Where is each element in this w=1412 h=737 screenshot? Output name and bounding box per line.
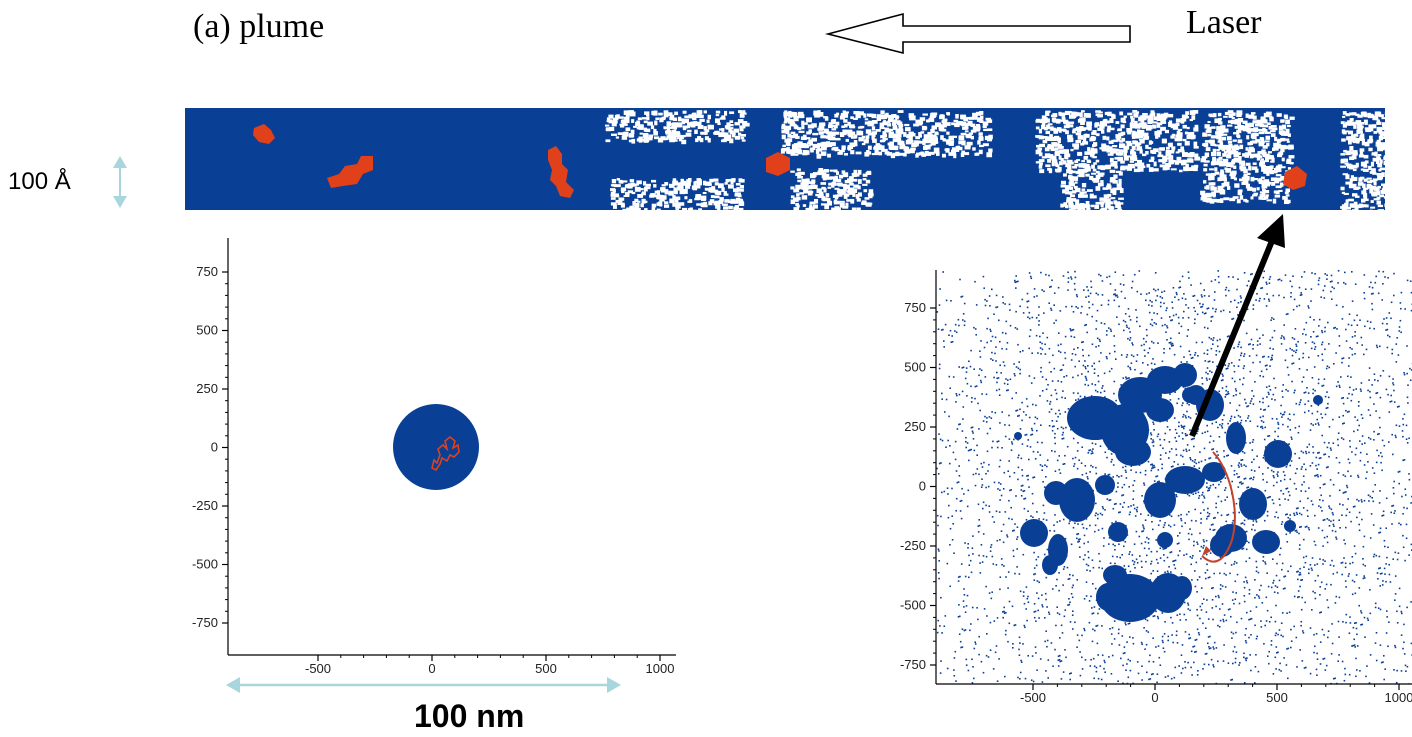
fragment-cluster: [1157, 532, 1173, 548]
fragment-cluster: [1044, 481, 1068, 505]
horizontal-scale-arrow: [226, 677, 621, 693]
fragment-cluster: [1186, 385, 1206, 405]
plume-cluster: [766, 152, 790, 176]
fragment-cluster: [1095, 475, 1115, 495]
plume-cluster: [327, 156, 373, 188]
fragment-cluster: [1108, 522, 1128, 542]
right-x-tick-label: 0: [1151, 690, 1158, 705]
fragment-cluster: [1146, 398, 1174, 422]
left-y-tick-label: 500: [196, 323, 218, 338]
laser-label: Laser: [1186, 4, 1262, 41]
plume-cluster: [253, 124, 275, 144]
fragment-cluster: [1042, 555, 1058, 575]
fragment-cluster: [1165, 466, 1205, 494]
fragment-cluster: [1115, 438, 1151, 466]
left-x-tick-label: 1000: [646, 661, 675, 676]
left-y-tick-label: -250: [192, 498, 218, 513]
right-y-tick-label: 750: [904, 300, 926, 315]
left-x-tick-label: 500: [535, 661, 557, 676]
left-panel: 750 500 250 0 -250 -500 -750 -500 0 500 1000: [192, 238, 676, 676]
left-y-tick-label: 750: [196, 264, 218, 279]
fragment-cluster: [1144, 482, 1176, 518]
plume-cluster: [1283, 166, 1307, 190]
fragment-clusters: [1014, 363, 1323, 622]
right-y-tick-label: -250: [900, 538, 926, 553]
right-panel: 750 500 250 0 -250 -500 -750 -500 0 500 1000: [900, 270, 1412, 705]
fragment-cluster: [1202, 462, 1226, 482]
plume-clusters: [253, 124, 1307, 198]
plume-voids: [605, 110, 1385, 210]
cluster-trajectory-final: [1201, 451, 1236, 563]
fragment-cluster: [1059, 478, 1095, 522]
left-x-tick-label: -500: [305, 661, 331, 676]
fragment-cluster: [1313, 395, 1323, 405]
fragment-cluster: [1284, 520, 1296, 532]
left-y-tick-label: -500: [192, 557, 218, 572]
fragment-cluster: [1020, 519, 1048, 547]
left-x-tick-label: 0: [428, 661, 435, 676]
figure-title: (a) plume: [193, 8, 325, 45]
fragment-cluster: [1239, 488, 1267, 520]
right-y-tick-label: -500: [900, 598, 926, 613]
left-y-tick-label: -750: [192, 615, 218, 630]
right-y-tick-label: 0: [919, 479, 926, 494]
horizontal-scale-label: 100 nm: [414, 698, 525, 734]
right-x-tick-label: 500: [1266, 690, 1288, 705]
right-y-tick-label: 500: [904, 360, 926, 375]
right-y-tick-label: 250: [904, 419, 926, 434]
vertical-scale-label: 100 Å: [8, 168, 71, 195]
right-x-tick-label: 1000: [1385, 690, 1412, 705]
fragment-cluster: [1172, 576, 1192, 600]
right-ticks: 750 500 250 0 -250 -500 -750 -500 0 500 1000: [900, 300, 1412, 705]
vertical-scale-arrow: [113, 156, 127, 208]
fragment-cluster: [1173, 363, 1197, 387]
left-y-tick-label: 0: [211, 440, 218, 455]
initial-droplet: [393, 404, 479, 490]
fragment-cluster: [1264, 440, 1292, 468]
fragment-cluster: [1226, 422, 1246, 454]
fragment-cluster: [1252, 530, 1280, 554]
pointer-arrow: [1189, 214, 1285, 438]
fragment-cluster: [1096, 583, 1120, 611]
plume-cluster: [548, 146, 574, 198]
right-x-tick-label: -500: [1020, 690, 1046, 705]
right-y-tick-label: -750: [900, 657, 926, 672]
plume-strip: [185, 108, 1385, 210]
cluster-trajectory-initial: [431, 435, 460, 472]
laser-direction-arrow: [824, 12, 1131, 55]
fragment-cluster: [1014, 432, 1022, 440]
left-y-tick-label: 250: [196, 381, 218, 396]
left-ticks: 750 500 250 0 -250 -500 -750 -500 0 500 1000: [192, 264, 674, 676]
